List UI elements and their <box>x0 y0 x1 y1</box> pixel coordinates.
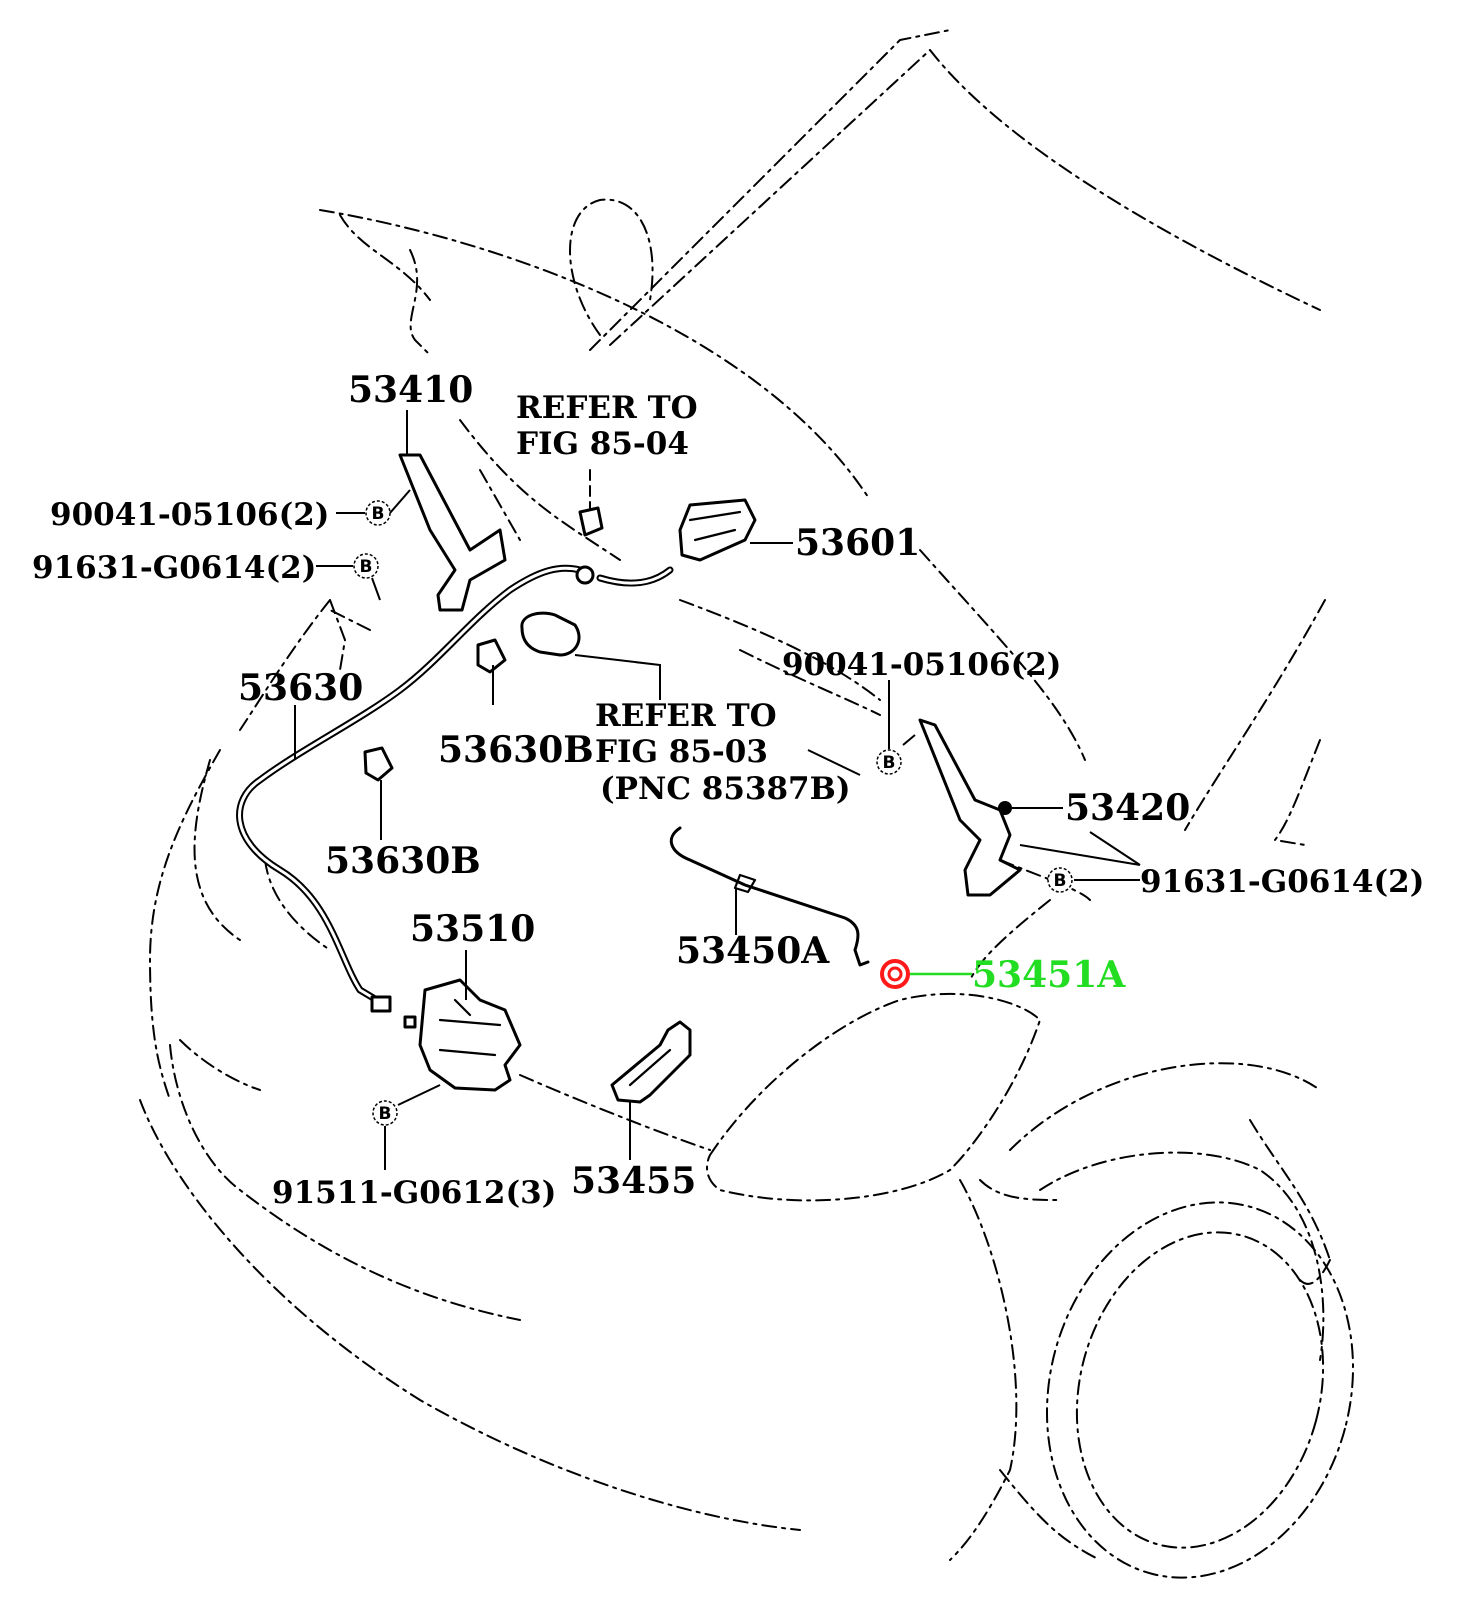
hood-hinge-right <box>918 718 1022 897</box>
cable-clamp <box>520 611 581 657</box>
label-53455: 53455 <box>571 1160 696 1202</box>
label-91511-g0612: 91511-G0612(3) <box>272 1175 556 1211</box>
refer-fig-85-03-line3: (PNC 85387B) <box>600 771 851 807</box>
label-90041-05106-left: 90041-05106(2) <box>50 497 329 533</box>
leader-lines <box>294 410 1141 1170</box>
release-lever <box>678 498 757 562</box>
b-marker: B <box>353 553 379 579</box>
b-marker-text: B <box>1054 871 1067 891</box>
hood-hinge-left <box>398 453 507 612</box>
b-marker-text: B <box>360 557 373 577</box>
grommet <box>578 506 604 537</box>
b-marker-text: B <box>883 753 896 773</box>
highlighted-part-53451a <box>880 959 910 989</box>
cable-clip-lower <box>363 746 394 782</box>
hood-support-rod <box>669 826 870 967</box>
label-53630: 53630 <box>238 667 363 709</box>
label-53601: 53601 <box>795 522 920 564</box>
cable-clip-upper <box>476 638 507 674</box>
b-marker: B <box>1047 867 1073 893</box>
car-body-outline <box>139 29 1355 1579</box>
label-53510: 53510 <box>410 908 535 950</box>
part-labels: 53410 REFER TO FIG 85-04 90041-05106(2) … <box>32 369 1424 1211</box>
label-90041-05106-right: 90041-05106(2) <box>782 647 1061 683</box>
b-marker: B <box>365 500 391 526</box>
refer-fig-85-03-line1: REFER TO <box>595 698 777 734</box>
label-53420: 53420 <box>1065 787 1190 829</box>
b-marker-text: B <box>379 1104 392 1124</box>
label-53451a-highlighted: 53451A <box>972 954 1126 996</box>
b-marker: B <box>876 749 902 775</box>
refer-fig-85-03-line2: FIG 85-03 <box>595 734 768 770</box>
label-53450a: 53450A <box>676 930 830 972</box>
bolt-markers: B B B B B <box>353 500 1073 1126</box>
refer-fig-85-04-line1: REFER TO <box>516 390 698 426</box>
label-53630b-lower: 53630B <box>325 840 481 882</box>
hood-latch <box>418 978 522 1092</box>
parts <box>236 453 1022 1104</box>
label-53410: 53410 <box>348 369 473 411</box>
b-marker: B <box>372 1100 398 1126</box>
label-91631-g0614-left: 91631-G0614(2) <box>32 550 316 586</box>
hood-lock-striker <box>610 1020 692 1104</box>
label-91631-g0614-right: 91631-G0614(2) <box>1140 864 1424 900</box>
b-marker-text: B <box>372 504 385 524</box>
refer-fig-85-04-line2: FIG 85-04 <box>516 426 689 462</box>
label-53630b-upper: 53630B <box>438 729 594 771</box>
